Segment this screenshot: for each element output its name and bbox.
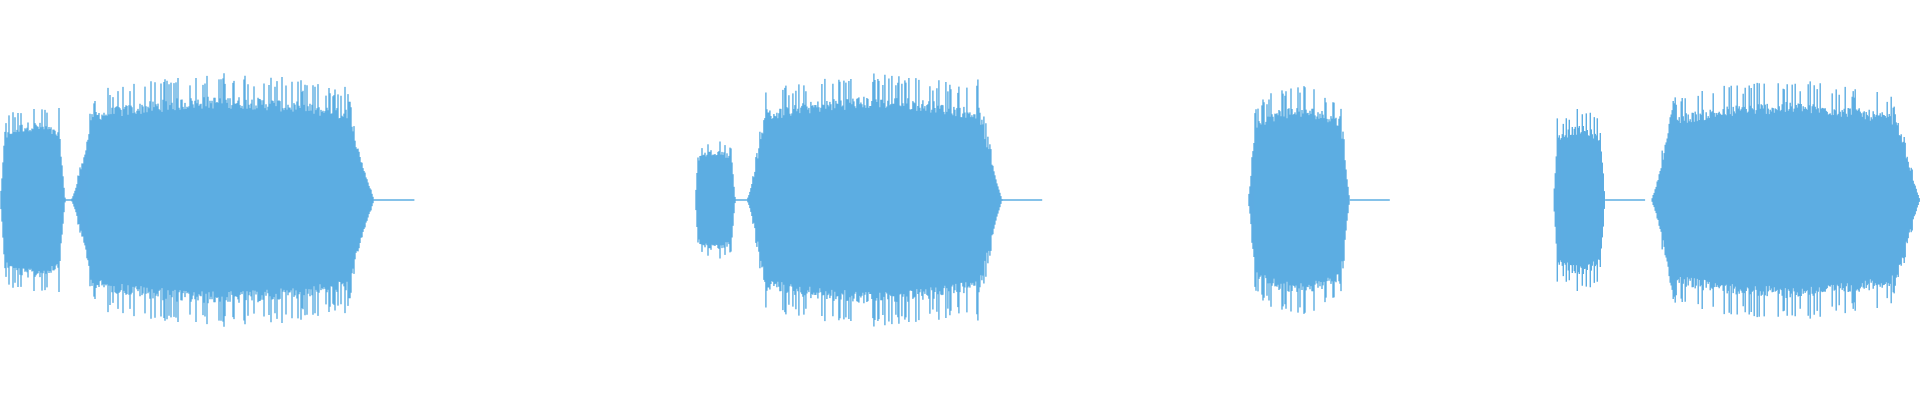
- burst-1: [0, 108, 106, 292]
- burst-3: [695, 141, 776, 259]
- burst-2: [71, 73, 415, 327]
- burst-4: [747, 73, 1043, 327]
- burst-5: [1248, 86, 1390, 314]
- burst-6: [1553, 109, 1646, 291]
- burst-7: [1651, 81, 1920, 319]
